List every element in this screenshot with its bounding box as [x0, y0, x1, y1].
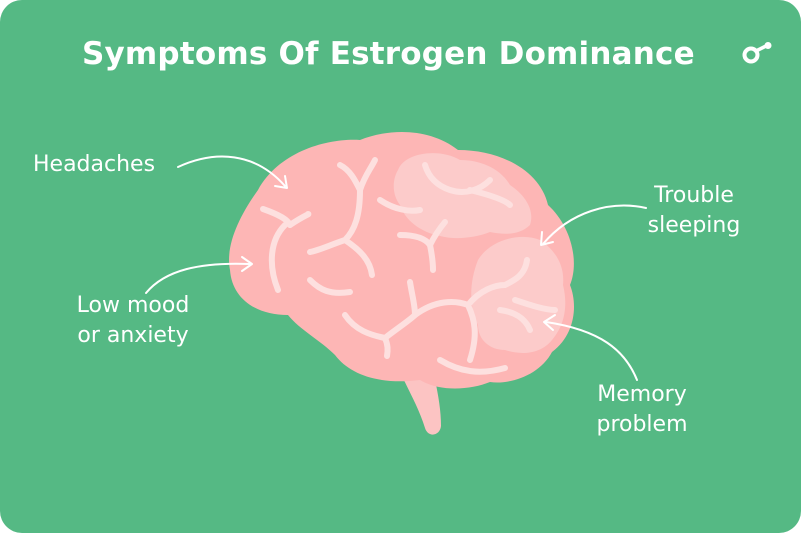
label-trouble-sleeping: Trouble sleeping: [638, 181, 750, 241]
headaches-arrow: [177, 155, 286, 187]
label-memory-line1: Memory: [597, 382, 687, 407]
label-low-mood-line1: Low mood: [76, 293, 190, 318]
circle-with-stem-logo-icon: [742, 42, 772, 64]
label-low-mood-line2: or anxiety: [77, 323, 189, 348]
label-headaches: Headaches: [33, 152, 156, 177]
label-trouble-line2: sleeping: [647, 213, 741, 238]
label-memory-line2: problem: [596, 412, 688, 437]
trouble-sleeping-arrow: [542, 204, 647, 245]
occipital-lobe-highlight: [471, 236, 566, 353]
low-mood-arrow: [145, 262, 251, 294]
label-memory-problem: Memory problem: [586, 380, 698, 440]
label-low-mood: Low mood or anxiety: [64, 291, 202, 351]
memory-problem-arrow: [545, 321, 638, 381]
label-trouble-line1: Trouble: [654, 183, 734, 208]
page-title: Symptoms Of Estrogen Dominance: [82, 36, 695, 72]
